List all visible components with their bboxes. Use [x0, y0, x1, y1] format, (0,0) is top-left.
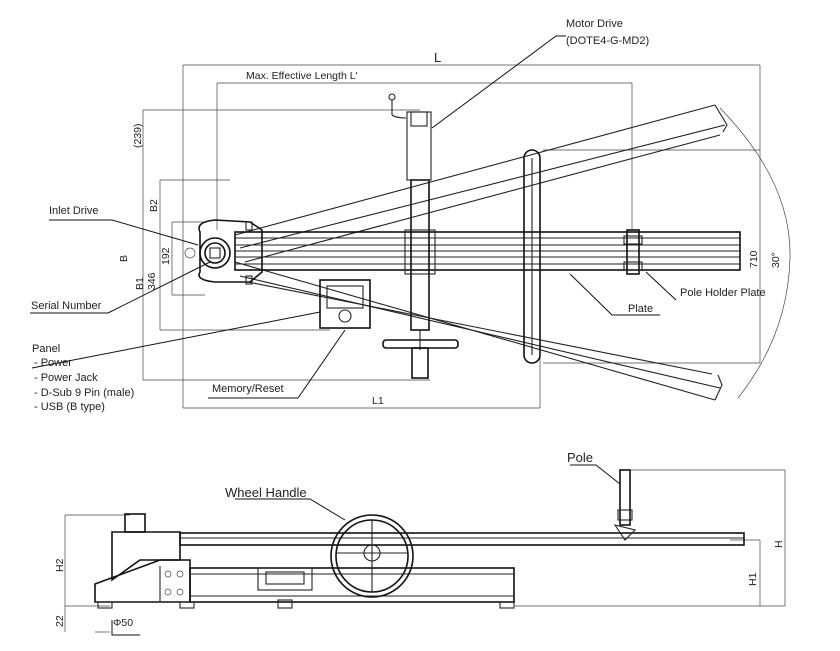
dim-710: 710	[748, 250, 760, 268]
panel-item-usb: - USB (B type)	[34, 401, 105, 413]
panel-item-power: - Power	[34, 357, 72, 369]
dim-L: L	[434, 50, 441, 65]
label-wheel-handle: Wheel Handle	[225, 485, 307, 500]
panel-item-power-jack: - Power Jack	[34, 372, 98, 384]
dim-phi50: Φ50	[113, 617, 133, 629]
top-view: L Max. Effective Length L' (239) B2 B B1…	[30, 18, 791, 413]
label-serial-number: Serial Number	[31, 300, 102, 312]
label-motor-drive-model: (DOTE4-G-MD2)	[566, 35, 649, 47]
label-motor-drive: Motor Drive	[566, 18, 623, 30]
label-pole-holder-plate: Pole Holder Plate	[680, 287, 766, 299]
dim-B1: B1	[134, 277, 146, 290]
dim-max-effective-length: Max. Effective Length L'	[246, 70, 358, 82]
dim-22: 22	[54, 615, 66, 627]
dim-346: 346	[146, 272, 158, 290]
dim-H: H	[773, 540, 785, 548]
dim-L1: L1	[372, 395, 384, 407]
dim-192: 192	[160, 247, 172, 265]
panel-item-dsub: - D-Sub 9 Pin (male)	[34, 387, 134, 399]
dim-H2: H2	[54, 558, 66, 572]
label-plate: Plate	[628, 303, 653, 315]
dim-angle: 30°	[770, 252, 782, 268]
label-pole: Pole	[567, 450, 593, 465]
label-memory-reset: Memory/Reset	[212, 383, 284, 395]
dim-H1: H1	[747, 572, 759, 586]
dim-B2: B2	[148, 199, 160, 212]
side-view: Wheel Handle Pole H H1 H2 22 Φ50	[54, 450, 786, 636]
dim-239: (239)	[132, 123, 144, 148]
dim-B: B	[118, 255, 130, 262]
label-panel: Panel	[32, 343, 60, 355]
label-inlet-drive: Inlet Drive	[49, 205, 99, 217]
